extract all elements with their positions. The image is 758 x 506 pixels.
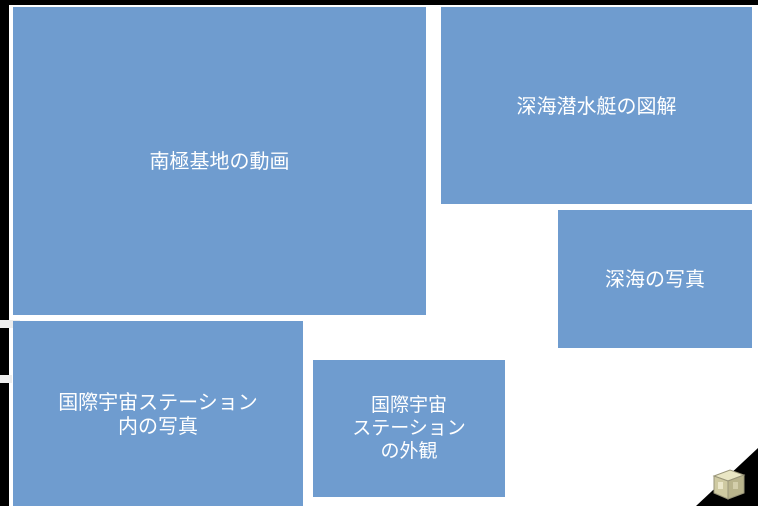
- top-border: [0, 0, 758, 5]
- left-border: [0, 0, 9, 506]
- tile-iss-exterior[interactable]: 国際宇宙 ステーション の外観: [313, 360, 505, 497]
- tile-label: 南極基地の動画: [149, 149, 290, 173]
- tile-label: 国際宇宙 ステーション の外観: [352, 394, 466, 462]
- background-fragment: [0, 375, 12, 383]
- tile-antarctic-base-video[interactable]: 南極基地の動画: [13, 7, 426, 315]
- background-fragment: [0, 320, 20, 328]
- tile-iss-interior-photo[interactable]: 国際宇宙ステーション 内の写真: [13, 321, 303, 506]
- tile-label: 深海の写真: [605, 267, 705, 291]
- cube-icon[interactable]: [708, 466, 748, 502]
- tile-deep-sea-submersible-diagram[interactable]: 深海潜水艇の図解: [441, 7, 752, 204]
- tile-label: 深海潜水艇の図解: [516, 93, 677, 118]
- tile-label: 国際宇宙ステーション 内の写真: [58, 389, 258, 438]
- tile-deep-sea-photo[interactable]: 深海の写真: [558, 210, 752, 348]
